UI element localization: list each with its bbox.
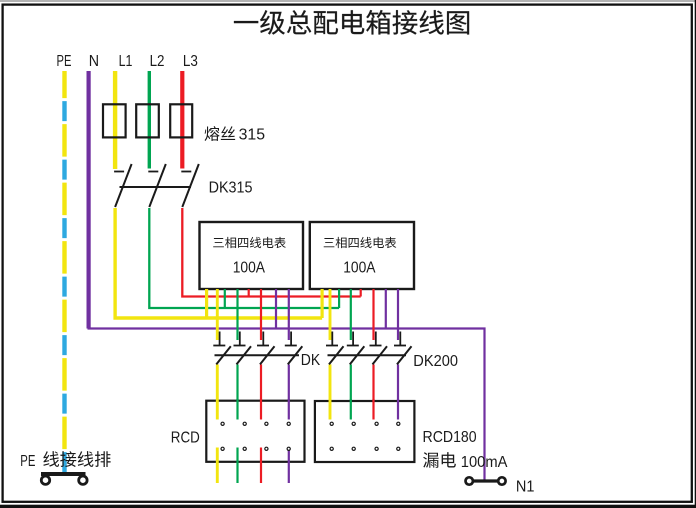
svg-text:L1: L1 xyxy=(119,53,133,70)
svg-text:RCD: RCD xyxy=(171,429,200,446)
svg-text:L2: L2 xyxy=(150,53,165,70)
svg-text:N1: N1 xyxy=(516,478,535,495)
svg-text:N: N xyxy=(89,53,99,70)
svg-text:100mA: 100mA xyxy=(461,454,508,471)
svg-text:100A: 100A xyxy=(343,260,376,277)
svg-text:PE: PE xyxy=(20,453,35,470)
svg-text:100A: 100A xyxy=(233,260,266,277)
svg-text:L3: L3 xyxy=(183,53,198,70)
svg-text:DK315: DK315 xyxy=(209,179,253,196)
svg-text:RCD180: RCD180 xyxy=(423,429,477,446)
svg-text:PE: PE xyxy=(57,53,72,70)
svg-text:DK: DK xyxy=(301,352,321,369)
svg-text:DK200: DK200 xyxy=(413,353,458,370)
svg-text:315: 315 xyxy=(239,127,266,144)
